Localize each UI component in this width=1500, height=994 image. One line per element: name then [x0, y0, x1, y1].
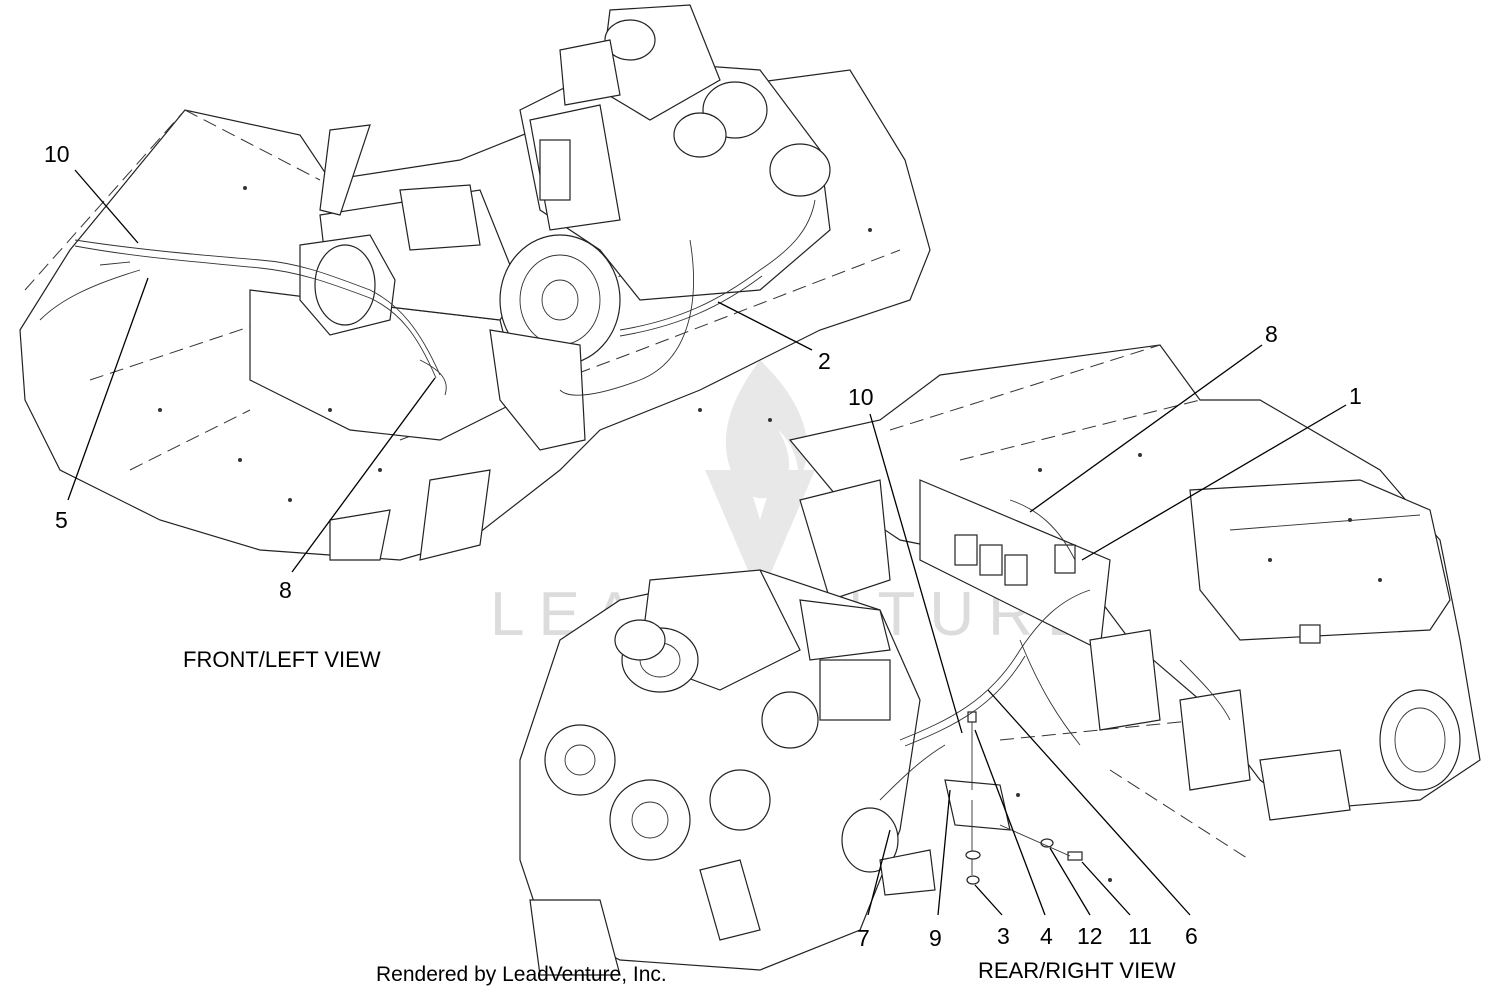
callout-rr-7: 7 — [857, 925, 870, 951]
callout-rr-8: 8 — [1265, 321, 1278, 347]
rear-right-view-drawing — [519, 344, 1481, 976]
callout-rr-10: 10 — [848, 384, 874, 410]
callout-rr-3: 3 — [997, 923, 1010, 949]
callout-rr-9: 9 — [929, 925, 942, 951]
watermark-v-icon — [705, 470, 815, 575]
credit-text: Rendered by LeadVenture, Inc. — [376, 963, 667, 986]
callouts: 10 5 8 2 8 1 10 7 9 3 4 12 11 6 — [44, 141, 1362, 951]
callout-rr-4: 4 — [1040, 923, 1053, 949]
front-left-view-title: FRONT/LEFT VIEW — [183, 647, 381, 672]
callout-fl-10: 10 — [44, 141, 70, 167]
callout-rr-11: 11 — [1128, 923, 1152, 949]
callout-fl-8: 8 — [279, 577, 292, 603]
callout-fl-5: 5 — [55, 507, 68, 533]
callout-rr-6: 6 — [1185, 923, 1198, 949]
callout-rr-1: 1 — [1349, 383, 1362, 409]
callout-fl-2: 2 — [818, 348, 831, 374]
rear-right-view-title: REAR/RIGHT VIEW — [978, 958, 1176, 983]
watermark-flame-icon — [725, 360, 808, 499]
leader-lines — [67, 169, 1347, 916]
callout-rr-12: 12 — [1077, 923, 1103, 949]
front-left-view-drawing — [19, 4, 931, 561]
